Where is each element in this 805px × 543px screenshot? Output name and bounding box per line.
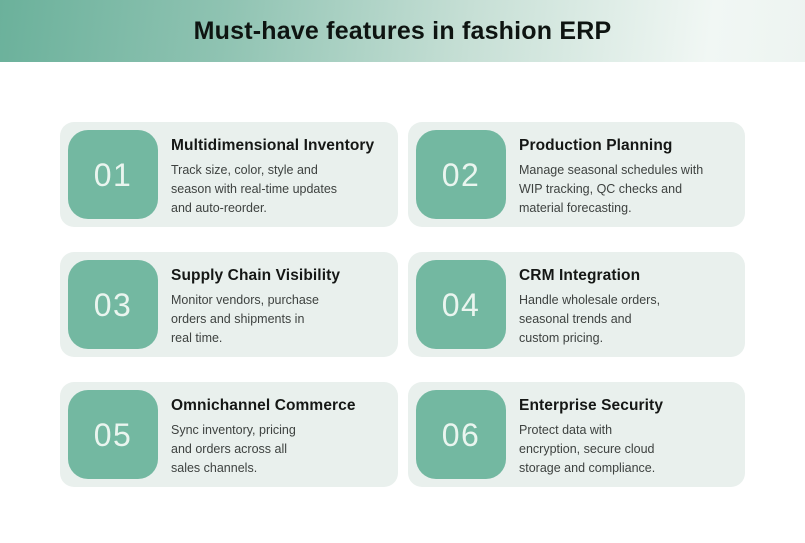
feature-title: Enterprise Security [519,397,664,414]
page-title: Must-have features in fashion ERP [193,16,612,45]
number-tile-3: 03 [68,260,158,349]
feature-number: 05 [93,416,133,453]
feature-content: Multidimensional Inventory Track size, c… [158,130,374,219]
feature-description: Sync inventory, pricing and orders acros… [171,423,296,475]
feature-card-1: 01 Multidimensional Inventory Track size… [60,122,398,227]
features-grid: 01 Multidimensional Inventory Track size… [60,122,745,487]
feature-content: Omnichannel Commerce Sync inventory, pri… [158,390,356,479]
feature-description: Monitor vendors, purchase orders and shi… [171,293,319,345]
feature-title: Supply Chain Visibility [171,267,341,284]
feature-number: 06 [441,416,481,453]
number-tile-6: 06 [416,390,506,479]
feature-title: Multidimensional Inventory [171,137,375,154]
feature-card-2: 02 Production Planning Manage seasonal s… [408,122,745,227]
number-tile-1: 01 [68,130,158,219]
feature-card-4: 04 CRM Integration Handle wholesale orde… [408,252,745,357]
feature-description: Handle wholesale orders, seasonal trends… [519,293,661,345]
number-tile-5: 05 [68,390,158,479]
number-tile-2: 02 [416,130,506,219]
feature-content: Enterprise Security Protect data with en… [506,390,663,479]
feature-content: CRM Integration Handle wholesale orders,… [506,260,660,349]
feature-content: Production Planning Manage seasonal sche… [506,130,703,219]
feature-description: Track size, color, style and season with… [171,163,338,215]
feature-title: Omnichannel Commerce [171,397,356,414]
feature-content: Supply Chain Visibility Monitor vendors,… [158,260,340,349]
feature-title: Production Planning [519,137,673,154]
feature-description: Protect data with encryption, secure clo… [519,423,656,475]
header-banner: Must-have features in fashion ERP [0,0,805,62]
feature-number: 04 [441,286,481,323]
feature-card-3: 03 Supply Chain Visibility Monitor vendo… [60,252,398,357]
feature-number: 02 [441,156,481,193]
feature-number: 03 [93,286,133,323]
feature-title: CRM Integration [519,267,641,284]
feature-card-6: 06 Enterprise Security Protect data with… [408,382,745,487]
feature-description: Manage seasonal schedules with WIP track… [519,163,704,215]
feature-card-5: 05 Omnichannel Commerce Sync inventory, … [60,382,398,487]
number-tile-4: 04 [416,260,506,349]
feature-number: 01 [93,156,133,193]
